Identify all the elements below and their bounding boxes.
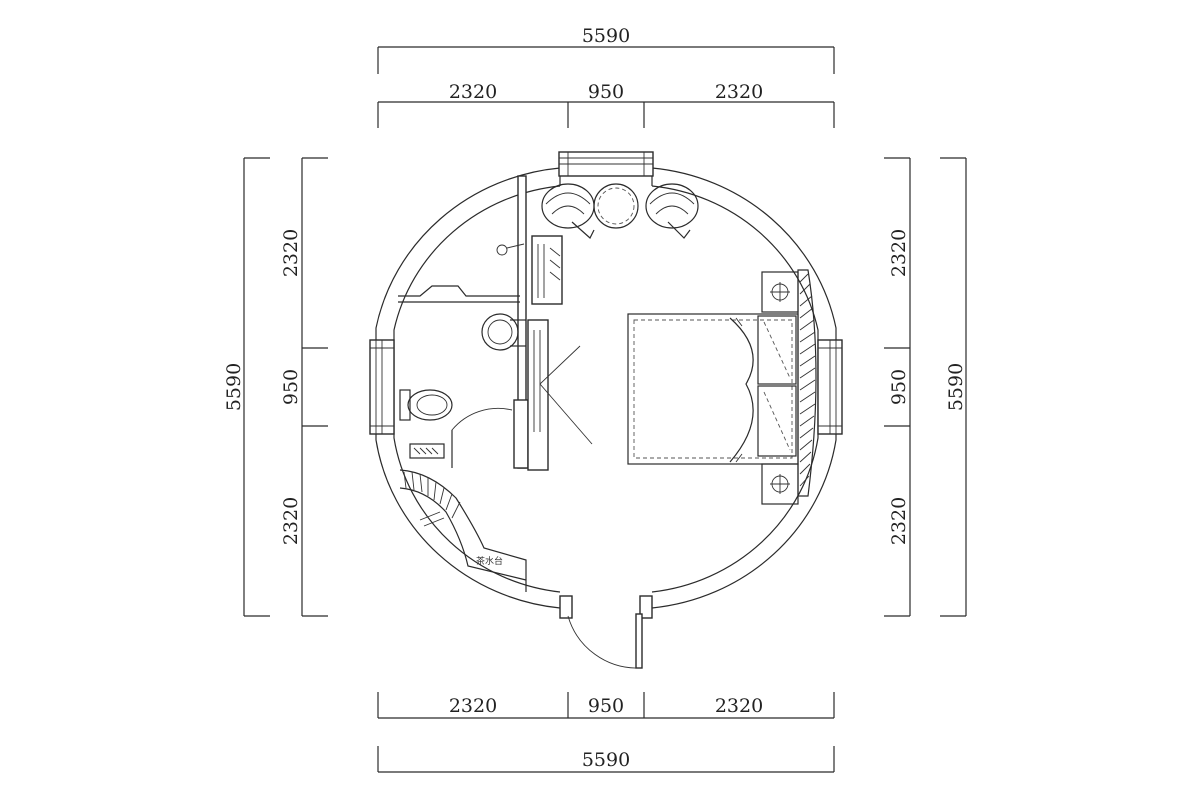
bedside-table-bottom	[761, 463, 799, 505]
dim-right-mid-label: 950	[888, 369, 910, 405]
headboard-wall	[797, 269, 817, 497]
right-chair-icon	[645, 183, 699, 239]
dim-bottom-right-label: 2320	[715, 695, 763, 717]
dim-top-left-label: 2320	[449, 81, 497, 103]
interior-walls	[398, 175, 529, 469]
dim-right-segments: 2320 950 2320	[884, 157, 911, 617]
bedside-table-top	[761, 271, 799, 313]
dim-left-mid-label: 950	[280, 369, 302, 405]
right-window	[817, 339, 843, 435]
dim-right-top-label: 2320	[888, 229, 910, 277]
dim-bottom-total: 5590	[377, 746, 835, 773]
bathroom	[399, 243, 526, 459]
dim-bottom-segments: 2320 950 2320	[377, 692, 835, 719]
dim-left-total: 5590	[223, 157, 270, 617]
washbasin-icon	[481, 313, 526, 351]
dim-top-right-label: 2320	[715, 81, 763, 103]
toilet-icon	[399, 389, 453, 421]
dim-left-total-label: 5590	[223, 363, 245, 411]
vanity-desk	[531, 235, 563, 305]
tea-counter-label: 茶水台	[476, 555, 503, 567]
dim-top-mid-label: 950	[588, 81, 624, 103]
shower-icon	[496, 243, 525, 256]
dim-right-bottom-label: 2320	[888, 497, 910, 545]
dim-left-bottom-label: 2320	[280, 497, 302, 545]
dim-top-total: 5590	[377, 25, 835, 74]
floor-drain-icon	[409, 443, 445, 459]
outer-wall	[375, 167, 837, 609]
sliding-partition	[527, 319, 593, 471]
dim-left-segments: 2320 950 2320	[280, 157, 328, 617]
dim-right-total: 5590	[940, 157, 967, 617]
left-chair-icon	[541, 183, 595, 239]
tea-counter: 茶水台	[399, 469, 527, 592]
dim-top-total-label: 5590	[582, 25, 630, 47]
bed	[627, 313, 799, 465]
dim-top-segments: 2320 950 2320	[377, 81, 835, 128]
dim-left-top-label: 2320	[280, 229, 302, 277]
tea-table-set	[541, 183, 699, 239]
dim-bottom-total-label: 5590	[582, 749, 630, 771]
dimension-lines: 5590 2320 950 2320 2320 950 2320	[223, 25, 967, 773]
round-tea-table-icon	[593, 183, 639, 229]
top-window	[558, 151, 654, 177]
dim-right-total-label: 5590	[945, 363, 967, 411]
dim-bottom-mid-label: 950	[588, 695, 624, 717]
entrance-door	[559, 595, 653, 669]
dim-bottom-left-label: 2320	[449, 695, 497, 717]
left-window	[369, 339, 395, 435]
